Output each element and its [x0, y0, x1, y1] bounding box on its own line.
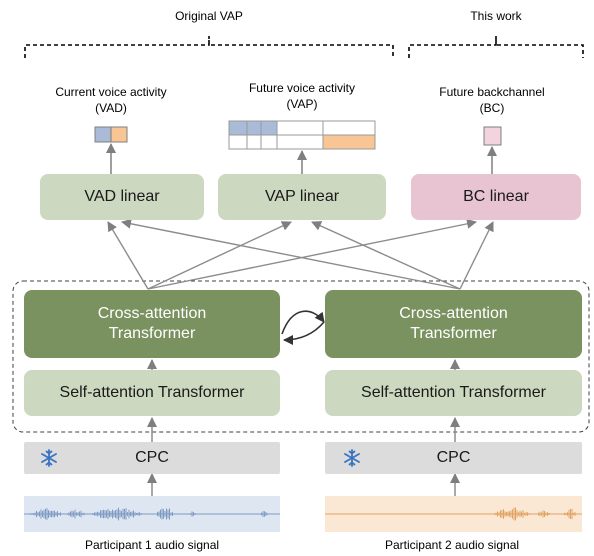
output-label-vap: Future voice activity (VAP): [222, 80, 382, 112]
output-label-vad-line2: (VAD): [95, 101, 127, 115]
bracket-original-vap: [24, 36, 394, 58]
cross-attention-1-line1: Cross-attention: [97, 305, 207, 322]
bracket-this-work: [408, 36, 584, 58]
audio-waveform-participant-2: [325, 496, 582, 532]
vad-linear-head: VAD linear: [40, 174, 204, 220]
input-label-participant-2: Participant 2 audio signal: [384, 538, 520, 552]
cpc-encoder-1: CPC: [24, 442, 280, 474]
waveform-burst: [261, 511, 268, 517]
cross-attention-2-line2: Transformer: [410, 325, 497, 342]
arrow-r-to-bc: [459, 221, 494, 290]
snowflake-icon: [41, 449, 57, 467]
output-label-bc-line2: (BC): [479, 101, 505, 115]
output-label-vap-line1: Future voice activity: [248, 81, 356, 95]
self-attention-transformer-2: Self-attention Transformer: [325, 370, 582, 416]
encoder-group-frame: [12, 280, 590, 433]
cross-exchange-arrow-right: [281, 310, 325, 335]
output-label-bc: Future backchannel (BC): [412, 84, 572, 116]
output-label-vad-line1: Current voice activity: [55, 85, 167, 99]
arrow-l-to-vap: [147, 221, 292, 290]
snowflake-icon: [344, 449, 360, 467]
bc-linear-head: BC linear: [411, 174, 581, 220]
cross-attention-1-line2: Transformer: [108, 325, 196, 342]
arrow-l-to-vad: [107, 221, 149, 290]
waveform-burst: [494, 507, 531, 521]
waveform-burst: [190, 511, 196, 517]
output-label-vad: Current voice activity (VAD): [31, 84, 191, 116]
vap-linear-head: VAP linear: [218, 174, 386, 220]
audio-waveform-participant-1: [24, 496, 280, 532]
waveform-burst: [157, 508, 173, 520]
cpc-encoder-2: CPC: [325, 442, 582, 474]
waveform-burst: [67, 509, 86, 519]
cross-attention-transformer-2: Cross-attention Transformer: [325, 290, 582, 358]
cross-attention-transformer-1: Cross-attention Transformer: [24, 290, 280, 358]
bc-output-cell: [483, 126, 502, 146]
bracket-label-this-work: This work: [470, 9, 522, 23]
cross-exchange-arrow-left: [283, 321, 325, 345]
vad-output-vector: [94, 126, 128, 143]
input-label-participant-1: Participant 1 audio signal: [84, 538, 220, 552]
arrow-l-to-bc: [147, 218, 477, 290]
waveform-burst: [30, 508, 64, 520]
waveform-burst: [564, 508, 577, 520]
waveform-burst: [538, 510, 551, 518]
arrow-r-to-vap: [311, 221, 461, 290]
output-label-vap-line2: (VAP): [286, 97, 318, 111]
bracket-label-original-vap: Original VAP: [175, 9, 243, 23]
vap-output-grid: [228, 120, 376, 150]
arrow-r-to-vad: [121, 218, 461, 290]
waveform-burst: [91, 507, 143, 521]
self-attention-transformer-1: Self-attention Transformer: [24, 370, 280, 416]
cross-attention-2-line1: Cross-attention: [399, 305, 508, 322]
output-label-bc-line1: Future backchannel: [439, 85, 545, 99]
